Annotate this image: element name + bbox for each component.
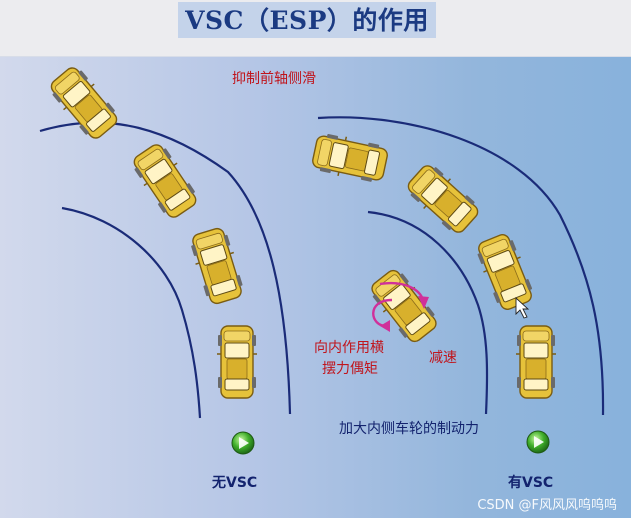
label-yaw-moment-1: 向内作用横 — [314, 340, 384, 356]
label-with-vsc: 有VSC — [508, 475, 554, 491]
road-curve-outer-right — [317, 116, 605, 416]
play-icon[interactable] — [231, 431, 255, 455]
label-yaw-moment-2: 摆力偶矩 — [322, 361, 378, 377]
label-inner-brake-force: 加大内侧车轮的制动力 — [339, 421, 479, 437]
car-icon — [472, 230, 538, 314]
title-box — [178, 2, 436, 38]
mouse-cursor-icon — [515, 296, 530, 319]
car-icon — [309, 130, 391, 186]
label-suppress-front-slip: 抑制前轴侧滑 — [232, 71, 316, 87]
car-icon — [44, 61, 124, 145]
road-curve-inner-right — [367, 210, 489, 415]
page-title: VSC（ESP）的作用 — [185, 6, 429, 35]
car-icon — [515, 325, 557, 399]
car-icon — [127, 139, 203, 223]
rotation-arrow-icon — [372, 281, 429, 332]
play-icon[interactable] — [526, 430, 550, 454]
watermark: CSDN @F风风风呜呜呜 — [477, 498, 617, 513]
car-icon — [186, 224, 248, 308]
car-icon — [216, 325, 258, 399]
label-decelerate: 减速 — [429, 350, 457, 366]
road-curve-inner-left — [61, 206, 202, 419]
label-without-vsc: 无VSC — [212, 475, 258, 491]
